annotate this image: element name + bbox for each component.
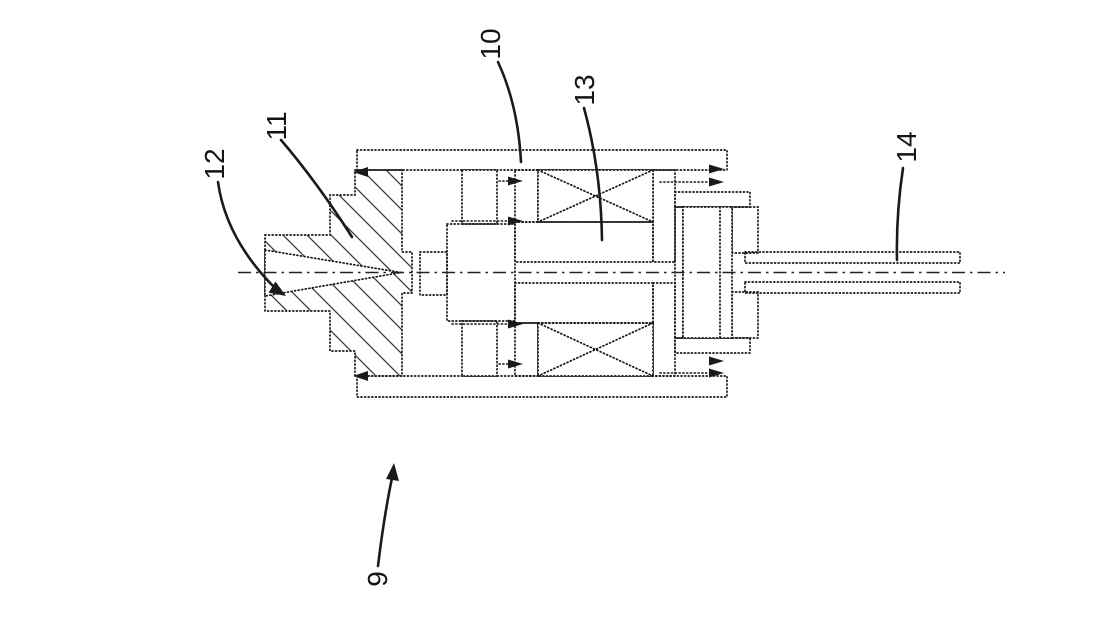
interface-arrow-right-top1 <box>709 164 724 174</box>
housing-right-wall-upper <box>652 169 676 263</box>
leader-line-11 <box>279 138 354 239</box>
ref-label-9: 9 <box>362 571 393 587</box>
leader-arrowhead-9 <box>386 463 399 481</box>
shaft-upper-wall <box>744 251 961 264</box>
coil-upper <box>537 169 654 223</box>
interface-arrow-left-top <box>353 167 368 177</box>
interface-arrow-coil-top1 <box>508 176 523 186</box>
leader-arrowhead-12 <box>268 281 286 296</box>
pole-piece-body <box>264 169 413 377</box>
coil-lower <box>537 322 654 377</box>
spacer-columns <box>461 169 498 377</box>
core-pole-lower <box>514 282 654 324</box>
interface-arrow-coil-bot2 <box>508 359 523 369</box>
leader-line-9 <box>376 476 394 568</box>
interface-arrow-left-bottom <box>353 371 368 381</box>
housing-bottom-wall <box>356 375 728 398</box>
output-shaft <box>744 251 961 294</box>
shaft-lower-wall <box>744 281 961 294</box>
end-cap-right-wall-upper <box>731 206 759 254</box>
bobbin-flange-lower <box>514 322 539 377</box>
ref-label-13: 13 <box>569 74 600 105</box>
interface-arrow-right-bot1 <box>709 356 724 366</box>
leader-line-10 <box>496 60 523 164</box>
ref-label-11: 11 <box>261 111 292 140</box>
ref-label-12: 12 <box>199 148 230 179</box>
guide-block <box>419 251 448 296</box>
end-cap-bottom-wall <box>674 337 751 354</box>
coil-windings <box>537 169 654 377</box>
leader-lines <box>216 60 905 568</box>
housing-right-wall-lower <box>652 282 676 377</box>
housing-top-wall <box>356 149 728 171</box>
interface-arrow-coil-top2 <box>508 216 523 226</box>
interface-arrow-right-bot2 <box>709 368 724 378</box>
leader-line-13 <box>582 106 604 242</box>
interface-arrows <box>353 164 724 381</box>
reference-numerals: 9 10 11 12 13 14 <box>199 28 922 586</box>
end-cap-top-wall <box>674 191 751 208</box>
core-pole-upper <box>514 221 654 263</box>
leader-line-12 <box>216 180 279 292</box>
spacer-column-lower <box>461 320 498 377</box>
leader-line-14 <box>895 166 905 262</box>
bobbin-flange-upper <box>514 169 539 223</box>
ref-label-14: 14 <box>891 131 922 162</box>
interface-arrow-right-top2 <box>709 177 724 187</box>
end-cap-right-wall-lower <box>731 291 759 339</box>
spacer-column-upper <box>461 169 498 225</box>
ref-label-10: 10 <box>475 28 506 59</box>
interface-arrow-coil-bot1 <box>508 319 523 329</box>
